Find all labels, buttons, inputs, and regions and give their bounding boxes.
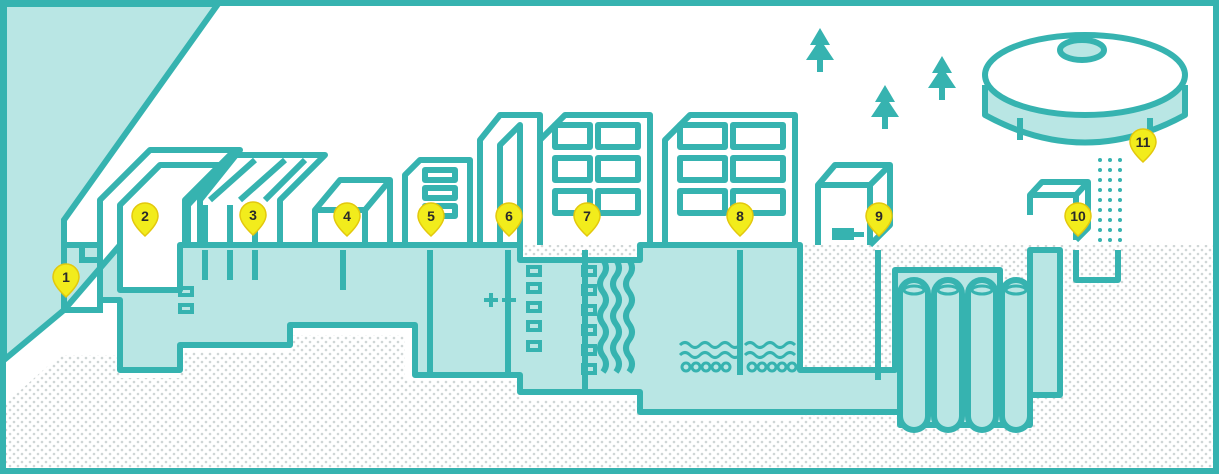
location-marker-icon[interactable]: 9 bbox=[865, 202, 893, 238]
tree-icon bbox=[806, 28, 956, 129]
location-marker-icon[interactable]: 8 bbox=[726, 202, 754, 238]
filter-column-icon bbox=[902, 284, 1028, 296]
marker-label: 1 bbox=[62, 269, 70, 285]
location-marker-icon[interactable]: 11 bbox=[1129, 128, 1157, 164]
location-marker-icon[interactable]: 5 bbox=[417, 202, 445, 238]
location-marker-icon[interactable]: 7 bbox=[573, 202, 601, 238]
marker-label: 9 bbox=[875, 208, 883, 224]
marker-label: 8 bbox=[736, 208, 744, 224]
water-tower-icon bbox=[982, 32, 1188, 146]
tower-outflow bbox=[1098, 158, 1122, 242]
location-markers: 1 2 3 4 5 6 7 8 9 10 11 bbox=[52, 128, 1157, 299]
ports-column bbox=[178, 265, 597, 375]
pump-icon bbox=[832, 228, 864, 240]
location-marker-icon[interactable]: 6 bbox=[495, 202, 523, 238]
location-marker-icon[interactable]: 3 bbox=[239, 201, 267, 237]
marker-label: 11 bbox=[1136, 134, 1151, 150]
marker-label: 6 bbox=[505, 208, 513, 224]
marker-label: 3 bbox=[249, 207, 257, 223]
marker-label: 5 bbox=[427, 208, 435, 224]
gravel-bed bbox=[678, 341, 798, 373]
location-marker-icon[interactable]: 10 bbox=[1064, 202, 1092, 238]
dosing-icon bbox=[484, 293, 516, 307]
marker-label: 2 bbox=[141, 208, 149, 224]
filter-bank-b bbox=[662, 112, 798, 375]
marker-label: 7 bbox=[583, 208, 591, 224]
location-marker-icon[interactable]: 4 bbox=[333, 202, 361, 238]
intake-channel bbox=[61, 245, 103, 313]
tank-icon bbox=[897, 277, 1033, 433]
marker-label: 10 bbox=[1070, 208, 1086, 224]
sedimentation-building-icon bbox=[312, 177, 393, 290]
location-marker-icon[interactable]: 1 bbox=[52, 263, 80, 299]
marker-label: 4 bbox=[343, 208, 351, 224]
location-marker-icon[interactable]: 2 bbox=[131, 202, 159, 238]
